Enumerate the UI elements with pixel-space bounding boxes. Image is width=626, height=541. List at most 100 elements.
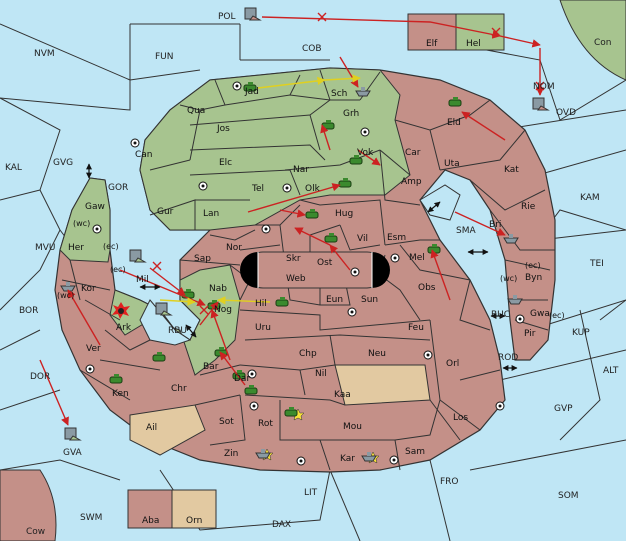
token-icon: [129, 249, 147, 263]
label-byn: Byn: [525, 273, 542, 283]
label-sot: Sot: [219, 417, 234, 427]
coast-labels: (wc) (ec) (ec) (wc) (wc) (ec) (ec): [57, 219, 565, 320]
sea-label-bor: BOR: [19, 306, 38, 316]
label-bar: Bar: [203, 362, 219, 372]
label-gur: Gur: [157, 207, 174, 217]
unit-tokens: [64, 7, 550, 441]
supply-center-icon: [282, 183, 292, 193]
supply-center-icon: [249, 401, 259, 411]
label-jos: Jos: [216, 124, 230, 134]
explosion-icon: [112, 302, 130, 319]
label-nog: Nog: [214, 305, 232, 315]
label-tel: Tel: [251, 184, 264, 194]
label-eun: Eun: [326, 295, 343, 305]
land-orn[interactable]: [171, 489, 217, 529]
supply-center-icon: [198, 181, 208, 191]
label-gaw: Gaw: [85, 202, 105, 212]
coast-label: (ec): [525, 261, 541, 270]
label-dar: Dar: [234, 374, 250, 384]
sea-label-gvp: GVP: [554, 404, 573, 414]
army-icon: [152, 352, 166, 362]
token-icon: [155, 302, 173, 316]
supply-center-icon: [232, 81, 242, 91]
sea-label-kam: KAM: [580, 193, 600, 203]
sea-label-swm: SWM: [80, 513, 102, 523]
label-amp: Amp: [401, 177, 422, 187]
coast-label: (ec): [103, 242, 119, 251]
supply-center-icon: [390, 253, 400, 263]
label-nor: Nor: [226, 243, 242, 253]
failed-move-marks: [152, 12, 545, 315]
supply-center-icon: [495, 401, 505, 411]
sea-label-gor: GOR: [108, 183, 128, 193]
land-aba[interactable]: [127, 489, 173, 529]
label-mou: Mou: [343, 422, 362, 432]
token-icon: [244, 7, 262, 21]
sea-label-alt: ALT: [603, 366, 619, 376]
move-orders: [39, 16, 545, 426]
supply-center-icon: [423, 350, 433, 360]
sea-label-fro: FRO: [440, 477, 459, 487]
label-can: Can: [135, 150, 153, 160]
sea-label-kup: KUP: [572, 328, 590, 338]
label-nar: Nar: [293, 165, 309, 175]
sea-rbu[interactable]: [139, 299, 192, 346]
land-ail[interactable]: [129, 404, 206, 456]
label-web: Web: [286, 274, 306, 284]
army-icon: [349, 155, 363, 165]
sea-label-gva: GVA: [63, 448, 83, 458]
label-vok: Vok: [357, 148, 374, 158]
label-los: Los: [453, 413, 468, 423]
label-kaa: Kaa: [334, 390, 351, 400]
sea-label-pol: POL: [218, 12, 236, 22]
sea-label-kal: KAL: [5, 163, 22, 173]
label-orn: Orn: [186, 516, 202, 526]
label-vil: Vil: [357, 234, 368, 244]
sea-label-ovd: OVD: [556, 108, 576, 118]
sea-label-nom: NOM: [533, 82, 555, 92]
supply-center-icon: [247, 369, 257, 379]
label-elc: Elc: [219, 158, 232, 168]
coast-label: (wc): [500, 274, 517, 283]
supply-center-icon: [350, 267, 360, 277]
sea-label-buc: BUC: [491, 310, 510, 320]
supply-center-icon: [130, 138, 140, 148]
coast-label: (wc): [57, 291, 74, 300]
land-elf[interactable]: [407, 13, 457, 51]
supply-center-icon: [360, 127, 370, 137]
fleet-icon: [355, 87, 371, 97]
label-gwa: Gwa: [530, 309, 550, 319]
fleet-icon: [361, 452, 377, 462]
label-skr: Skr: [286, 254, 301, 264]
supply-center-icon: [347, 307, 357, 317]
army-icon: [448, 97, 462, 107]
sea-label-cow: Cow: [26, 527, 45, 537]
label-uru: Uru: [255, 323, 271, 333]
army-icon: [324, 233, 338, 243]
label-grh: Grh: [343, 109, 359, 119]
supply-center-icon: [261, 224, 271, 234]
land-labels: Elf Hel Jad Sch Qua Jos Grh Eld Can Elc …: [68, 39, 550, 526]
army-icon: [275, 297, 289, 307]
label-elf: Elf: [426, 39, 438, 49]
army-icon: [305, 209, 319, 219]
label-olk: Olk: [305, 184, 321, 194]
label-ark: Ark: [116, 323, 132, 333]
supply-center-icon: [296, 456, 306, 466]
army-icon: [244, 385, 258, 395]
fleet-units: [60, 87, 523, 462]
label-hil: Hil: [255, 299, 267, 309]
label-sap: Sap: [194, 254, 211, 264]
label-feu: Feu: [408, 323, 424, 333]
label-chp: Chp: [299, 349, 317, 359]
support-orders: [159, 74, 361, 306]
label-mil: Mil: [136, 275, 149, 285]
supply-center-icon: [92, 224, 102, 234]
label-car: Car: [405, 148, 421, 158]
label-nab: Nab: [209, 284, 227, 294]
army-icon: [109, 374, 123, 384]
label-orl: Orl: [446, 359, 459, 369]
token-icon: [532, 97, 550, 111]
label-bri: Bri: [489, 220, 501, 230]
label-uta: Uta: [444, 159, 460, 169]
